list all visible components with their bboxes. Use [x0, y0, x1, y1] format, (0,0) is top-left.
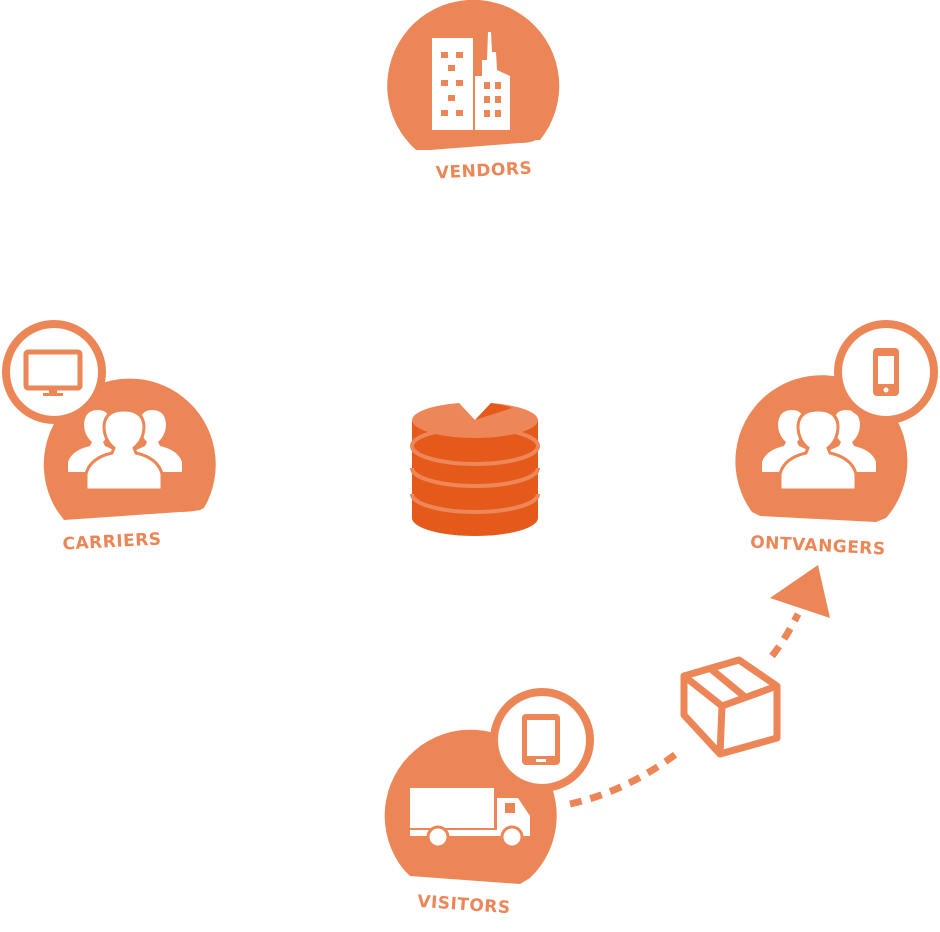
node-carriers[interactable]: CARRIERS — [2, 320, 216, 555]
desktop-monitor-icon — [23, 349, 83, 396]
database-body — [412, 420, 538, 536]
node-ontvangers[interactable]: ONTVANGERS — [735, 320, 938, 560]
users-group-icon — [68, 408, 182, 492]
database-top — [412, 403, 538, 438]
ontvangers-label: ONTVANGERS — [750, 532, 886, 559]
vendors-badge — [387, 0, 560, 150]
vendors-label: VENDORS — [435, 158, 532, 183]
truck-icon — [410, 788, 530, 849]
visitors-label: VISITORS — [417, 892, 512, 918]
flow-arrow — [569, 565, 830, 808]
package-box-icon — [680, 656, 781, 758]
dashed-path — [769, 612, 802, 659]
database-icon[interactable] — [410, 403, 540, 536]
smartphone-icon — [873, 348, 899, 396]
database-top-wedge — [475, 403, 512, 420]
node-visitors[interactable]: VISITORS — [384, 688, 594, 918]
database-ring — [410, 493, 540, 514]
node-vendors[interactable]: VENDORS — [387, 0, 560, 184]
users-group-icon — [762, 408, 876, 492]
carriers-label: CARRIERS — [62, 529, 162, 554]
buildings-icon — [432, 32, 510, 130]
database-ring — [410, 467, 540, 488]
tablet-icon — [522, 714, 560, 765]
device-ring — [2, 320, 106, 424]
arrowhead-icon — [770, 565, 830, 618]
